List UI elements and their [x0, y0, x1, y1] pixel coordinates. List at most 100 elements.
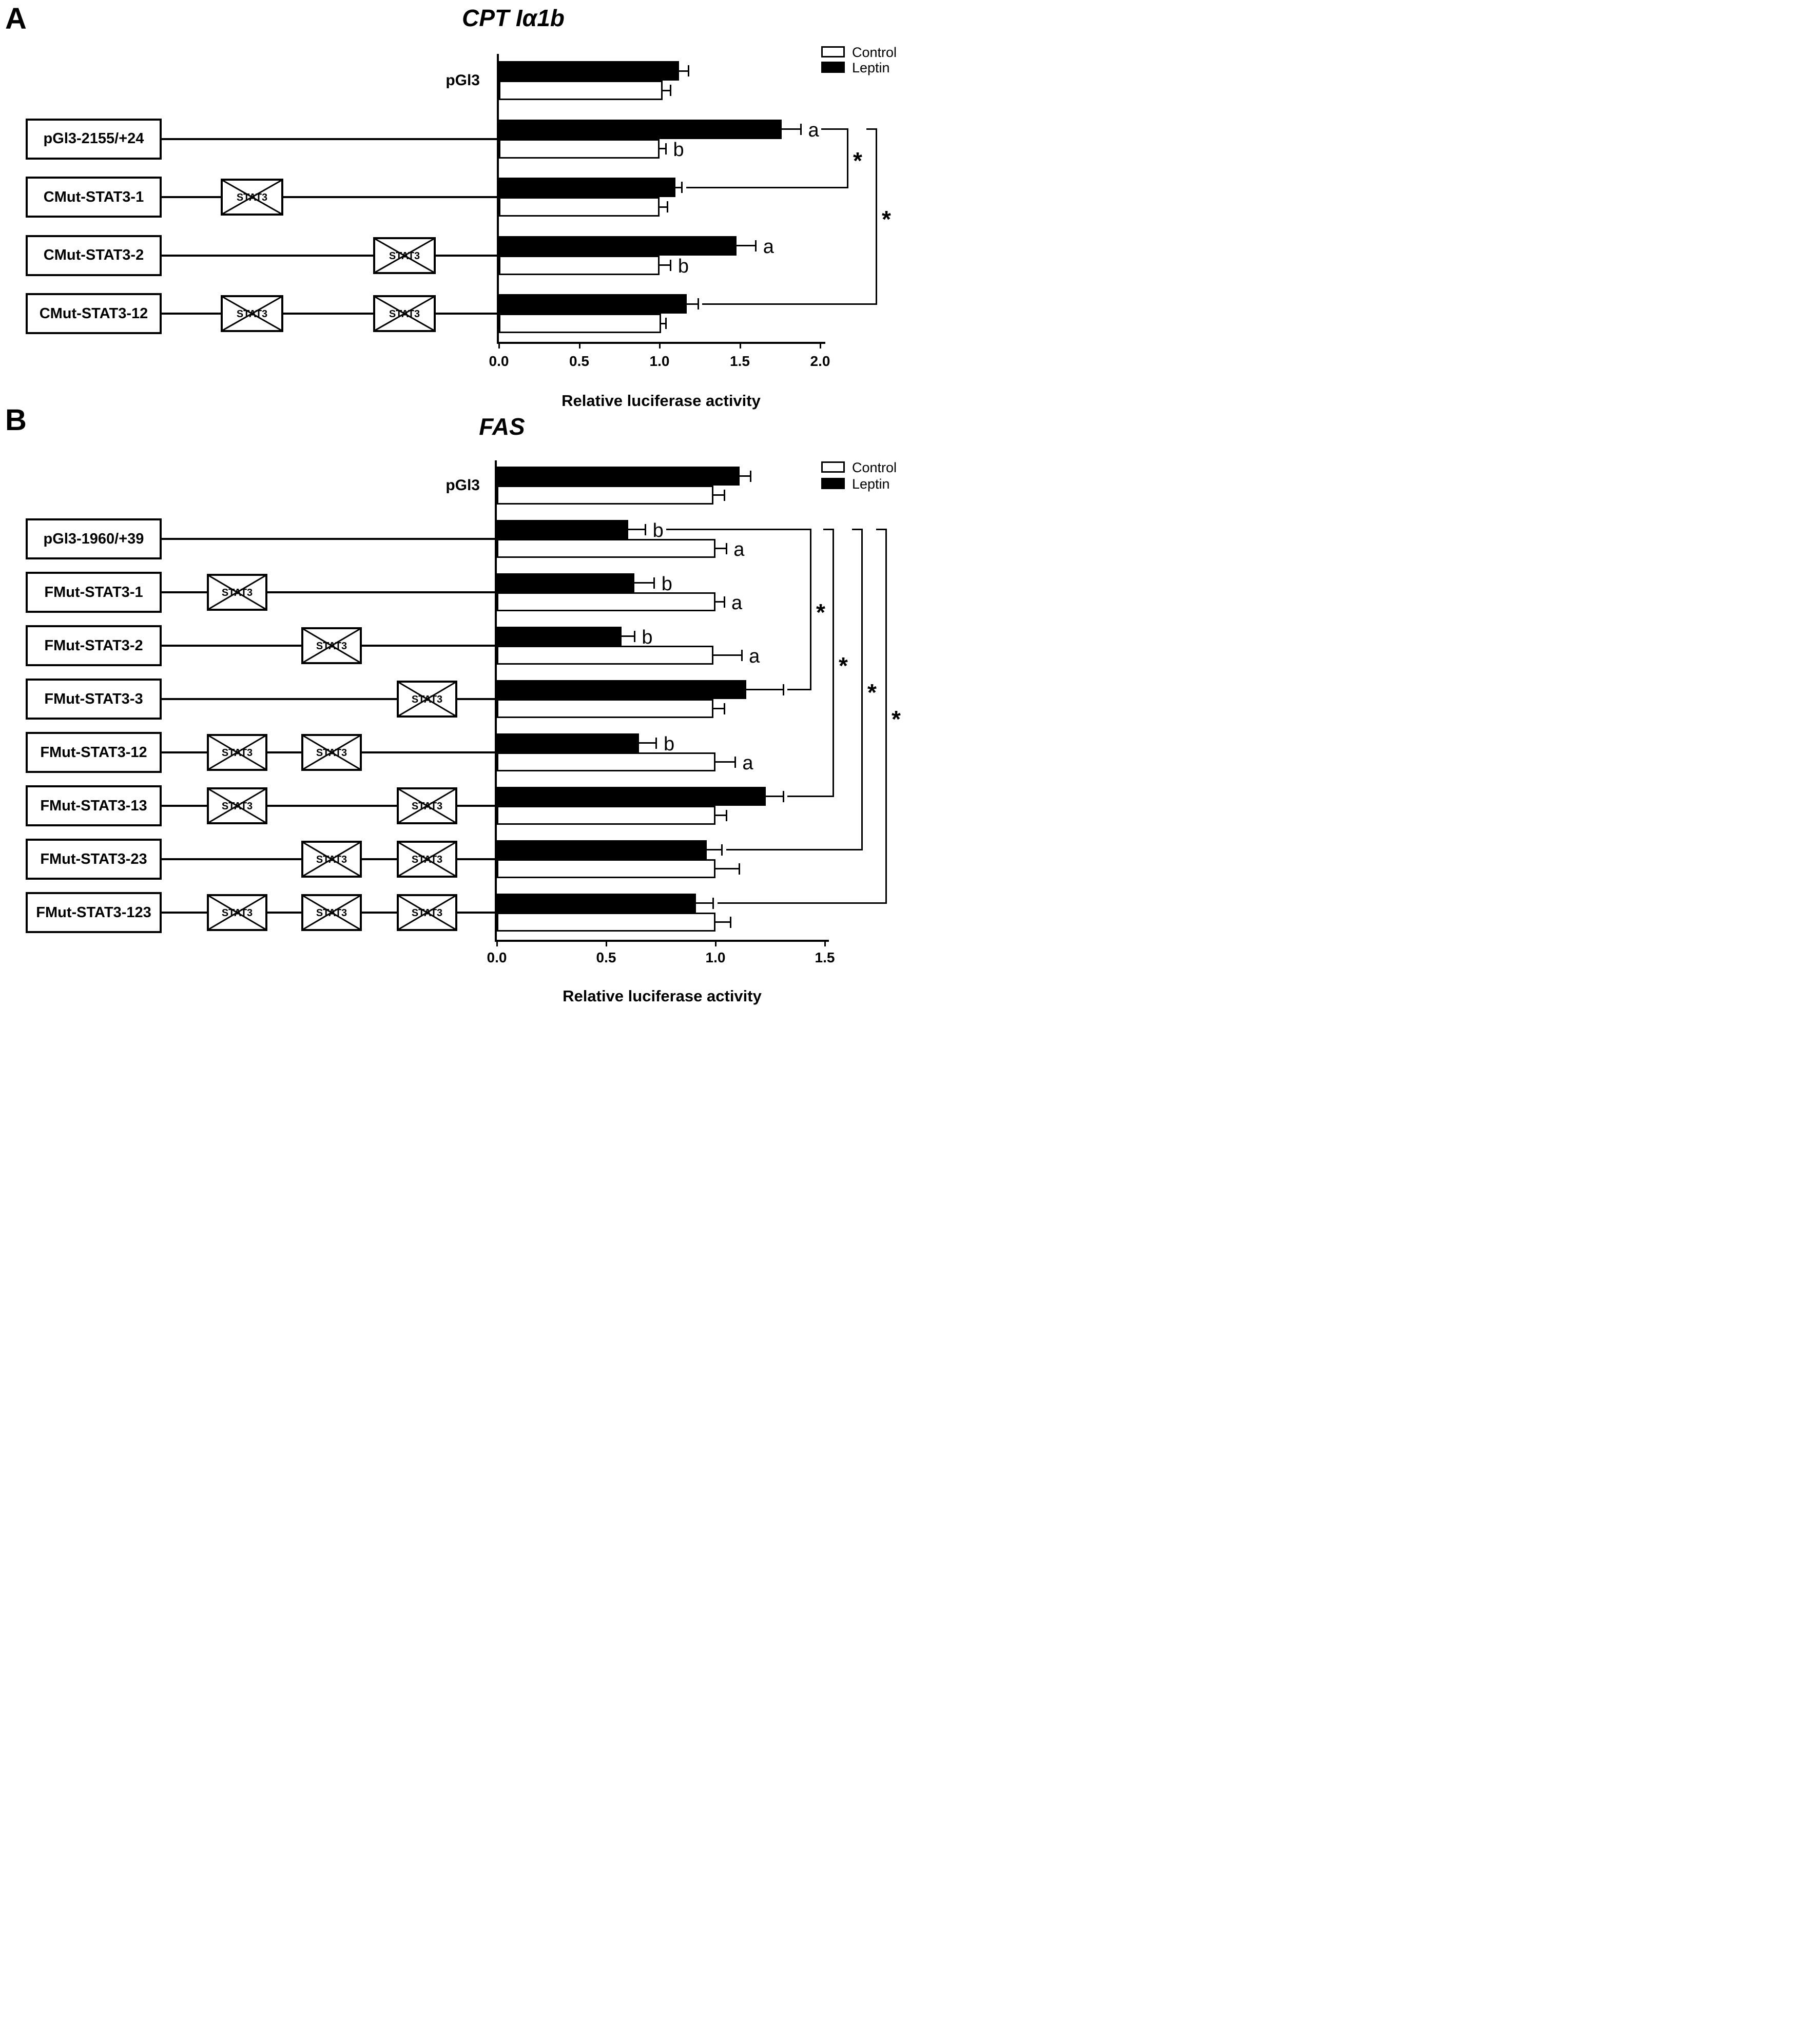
control-bar	[497, 539, 715, 558]
control-bar	[499, 255, 660, 275]
significance-letter: b	[663, 733, 675, 755]
error-bar-cap	[741, 649, 743, 661]
leptin-bar	[497, 733, 639, 752]
bracket-vertical-line	[810, 529, 811, 690]
error-bar-line	[765, 796, 784, 797]
x-tick-label: 2.0	[810, 353, 830, 369]
error-bar-line	[713, 708, 725, 709]
bracket-top-line	[823, 529, 834, 530]
promoter-line	[160, 538, 497, 540]
construct-label-box: CMut-STAT3-2	[26, 235, 162, 276]
error-bar-cap	[670, 85, 672, 96]
bracket-vertical-line	[885, 529, 887, 904]
leptin-bar	[497, 894, 696, 913]
error-bar-line	[660, 148, 666, 149]
error-bar-cap	[681, 182, 683, 193]
construct-label: pGl3	[446, 477, 480, 494]
panel-b-title: FAS	[479, 413, 525, 440]
error-bar-cap	[655, 737, 657, 749]
error-bar-cap	[782, 790, 784, 802]
significance-star: *	[839, 652, 848, 679]
leptin-bar	[499, 294, 687, 314]
error-bar-cap	[723, 489, 725, 501]
error-bar-line	[715, 921, 731, 923]
promoter-line	[160, 591, 497, 593]
significance-star: *	[853, 147, 862, 175]
x-tick-label: 1.5	[730, 353, 750, 369]
x-axis-tick	[739, 344, 741, 348]
construct-label-box: pGl3-1960/+39	[26, 518, 162, 559]
construct-label-box: FMut-STAT3-23	[26, 839, 162, 880]
leptin-bar	[497, 840, 707, 859]
error-bar-cap	[725, 809, 727, 821]
y-axis-line	[497, 54, 499, 344]
significance-letter: a	[763, 236, 774, 258]
significance-letter: a	[808, 119, 819, 141]
leptin-bar	[499, 61, 679, 81]
bracket-vertical-line	[876, 128, 877, 305]
significance-star: *	[892, 705, 901, 732]
error-bar-line	[739, 475, 751, 477]
error-bar-line	[660, 206, 668, 208]
leptin-bar	[499, 119, 782, 139]
error-bar-cap	[755, 240, 757, 251]
error-bar-line	[634, 582, 654, 584]
bracket-top-line	[866, 128, 877, 130]
bracket-bottom-line	[702, 303, 877, 305]
legend-label: Control	[852, 460, 897, 475]
error-bar-cap	[645, 524, 647, 535]
significance-letter: b	[677, 255, 689, 277]
significance-star: *	[882, 205, 891, 233]
stat3-site-box: STAT3	[301, 841, 362, 878]
promoter-line	[160, 313, 499, 315]
control-bar	[497, 486, 713, 505]
significance-letter: b	[652, 519, 664, 541]
stat3-site-box: STAT3	[207, 894, 267, 931]
error-bar-cap	[653, 577, 655, 589]
control-bar	[497, 592, 715, 611]
error-bar-cap	[723, 596, 725, 608]
error-bar-cap	[665, 143, 667, 154]
x-tick-label: 1.5	[815, 950, 835, 965]
construct-label-box: CMut-STAT3-1	[26, 177, 162, 218]
stat3-site-box: STAT3	[301, 627, 362, 664]
error-bar-line	[746, 689, 784, 690]
stat3-site-box: STAT3	[301, 734, 362, 771]
error-bar-line	[715, 601, 725, 603]
construct-label-box: FMut-STAT3-12	[26, 732, 162, 773]
error-bar-line	[621, 635, 635, 637]
error-bar-line	[713, 654, 742, 656]
significance-letter: a	[733, 538, 745, 560]
stat3-site-box: STAT3	[207, 574, 267, 611]
leptin-bar	[497, 787, 766, 806]
error-bar-cap	[670, 259, 672, 271]
leptin-bar	[497, 467, 740, 486]
promoter-line	[160, 805, 497, 807]
construct-label: pGl3	[446, 72, 480, 89]
x-tick-label: 0.5	[569, 353, 589, 369]
bracket-bottom-line	[686, 186, 848, 188]
stat3-site-box: STAT3	[373, 295, 436, 332]
error-bar-cap	[730, 916, 732, 928]
construct-label-box: CMut-STAT3-12	[26, 293, 162, 334]
x-axis-line	[495, 940, 829, 942]
bracket-top-line	[821, 128, 848, 130]
promoter-line	[160, 254, 499, 257]
bracket-bottom-line	[717, 902, 887, 904]
stat3-site-box: STAT3	[221, 179, 283, 216]
error-bar-line	[687, 303, 699, 305]
x-axis-line	[497, 342, 825, 344]
promoter-line	[160, 698, 497, 700]
construct-label-box: FMut-STAT3-123	[26, 892, 162, 933]
significance-letter: a	[749, 645, 760, 667]
error-bar-line	[706, 849, 722, 850]
promoter-line	[160, 196, 499, 198]
error-bar-line	[715, 761, 735, 763]
panel-a-xaxis-title: Relative luciferase activity	[562, 392, 761, 410]
error-bar-line	[713, 494, 725, 496]
panel-a-title: CPT Iα1b	[462, 5, 565, 31]
x-axis-tick	[498, 344, 500, 348]
figure-root: A CPT Iα1b B FAS Relative luciferase act…	[0, 0, 910, 1016]
